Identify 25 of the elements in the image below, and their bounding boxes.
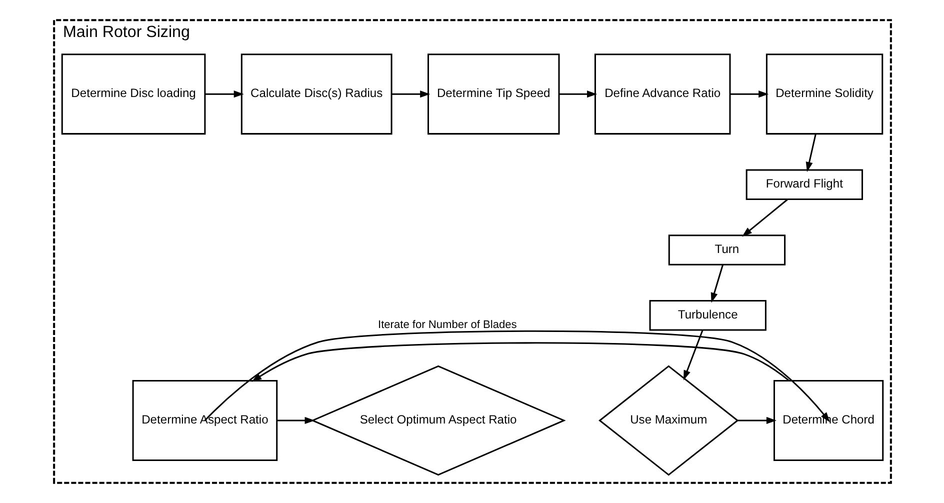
arrow	[204, 330, 830, 422]
arrow	[805, 134, 816, 172]
edge-label: Iterate for Number of Blades	[378, 318, 516, 331]
arrow	[558, 90, 597, 98]
arrow	[204, 90, 244, 98]
node-box: Define Advance Ratio	[594, 54, 730, 135]
node-box: Determine Disc loading	[60, 54, 206, 135]
node-box: Determine Tip Speed	[427, 54, 560, 135]
arrow	[251, 342, 789, 382]
arrow	[276, 416, 314, 424]
node-box: Forward Flight	[745, 169, 863, 200]
node-box: Determine Chord	[773, 380, 884, 461]
arrow	[391, 90, 430, 98]
node-diamond: Use Maximum	[598, 365, 738, 476]
arrow	[741, 198, 788, 237]
arrow	[730, 90, 768, 98]
node-box: Turbulence	[648, 300, 766, 331]
node-box: Calculate Disc(s) Radius	[240, 54, 392, 135]
arrow	[710, 264, 724, 303]
arrow	[737, 416, 776, 424]
node-box: Determine Solidity	[765, 54, 883, 135]
node-box: Determine Aspect Ratio	[132, 380, 278, 461]
node-box: Turn	[668, 234, 786, 266]
node-diamond: Select Optimum Aspect Ratio	[310, 365, 566, 476]
arrow	[683, 330, 703, 380]
